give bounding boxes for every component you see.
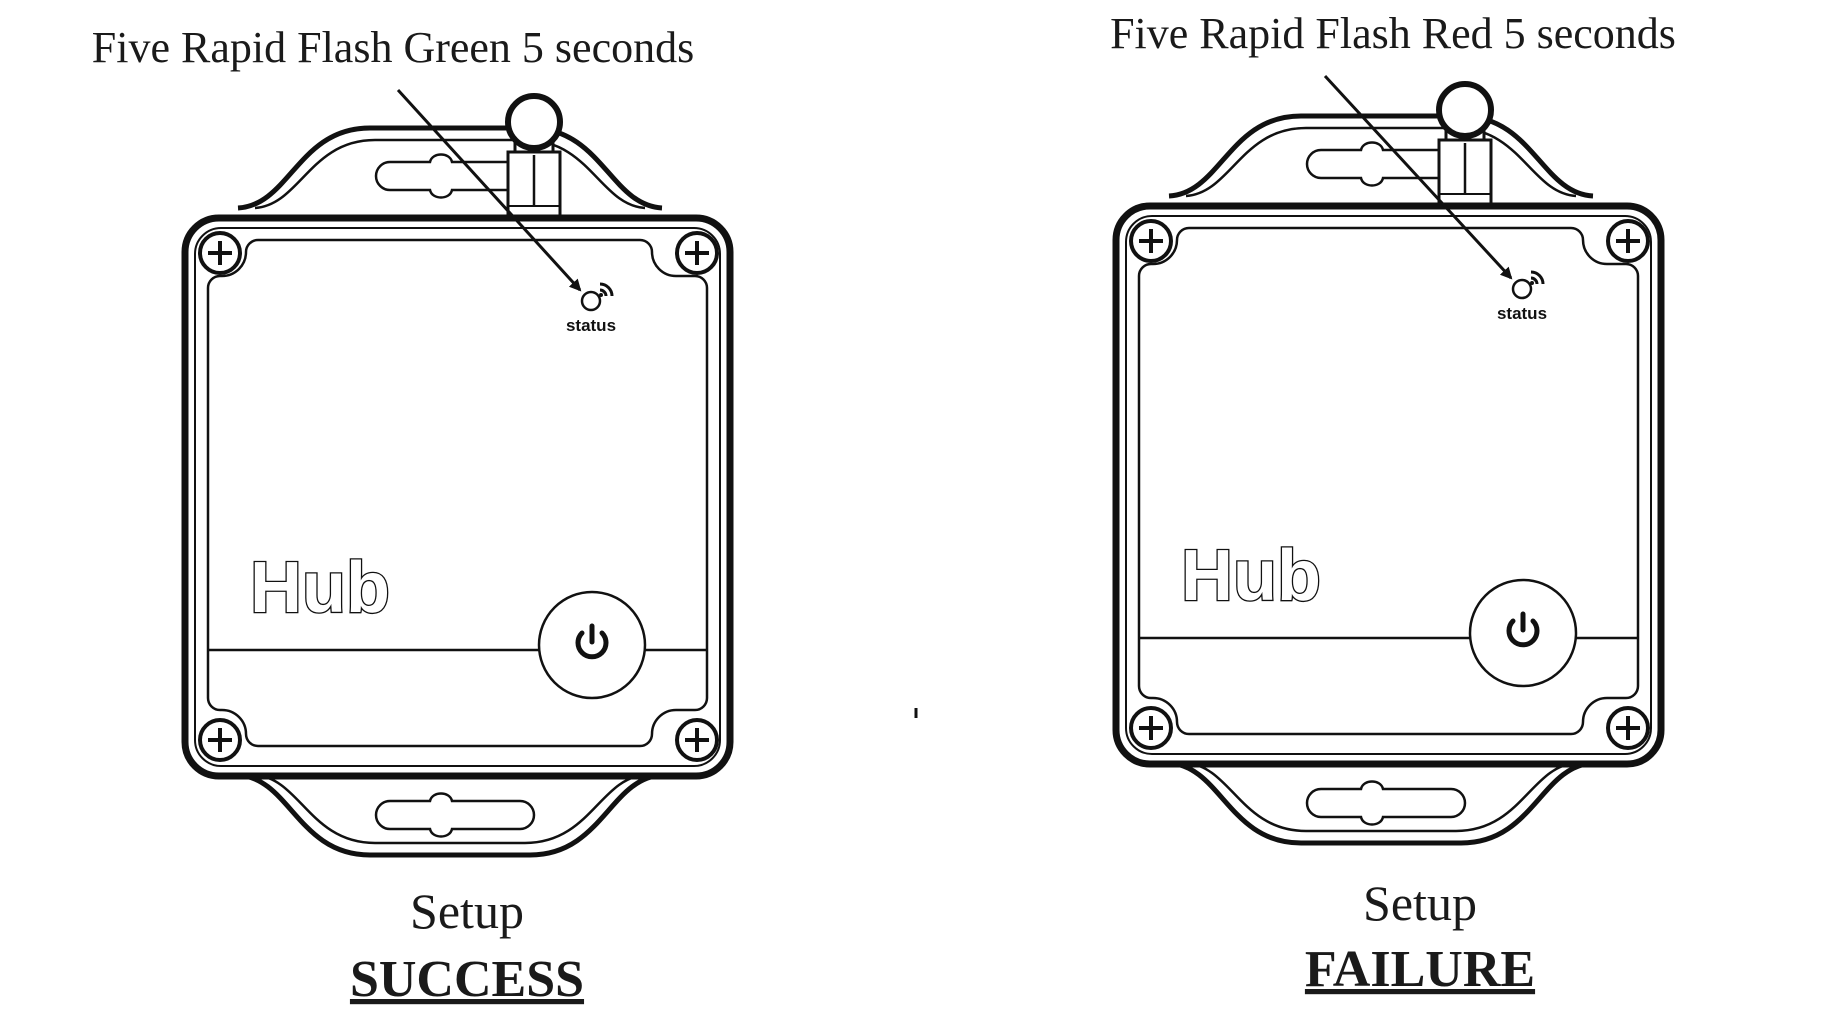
panel-failure: Five Rapid Flash Red 5 seconds Hub statu…: [1110, 9, 1676, 998]
panel-success: Five Rapid Flash Green 5 seconds Hub sta…: [92, 23, 730, 1008]
annotation-green: Five Rapid Flash Green 5 seconds: [92, 23, 694, 72]
status-label: status: [566, 316, 616, 335]
status-label: status: [1497, 304, 1547, 323]
hub-device-left: [185, 96, 730, 855]
device-name: Hub: [250, 548, 390, 628]
caption-setup: Setup: [1363, 875, 1477, 931]
caption-setup: Setup: [410, 883, 524, 939]
hub-device-right: [1116, 84, 1661, 843]
device-name: Hub: [1181, 536, 1321, 616]
arrow-icon: [396, 88, 582, 292]
caption-result: FAILURE: [1305, 941, 1535, 998]
annotation-red: Five Rapid Flash Red 5 seconds: [1110, 9, 1676, 58]
caption-result: SUCCESS: [350, 951, 584, 1008]
arrow-icon: [1323, 74, 1513, 280]
